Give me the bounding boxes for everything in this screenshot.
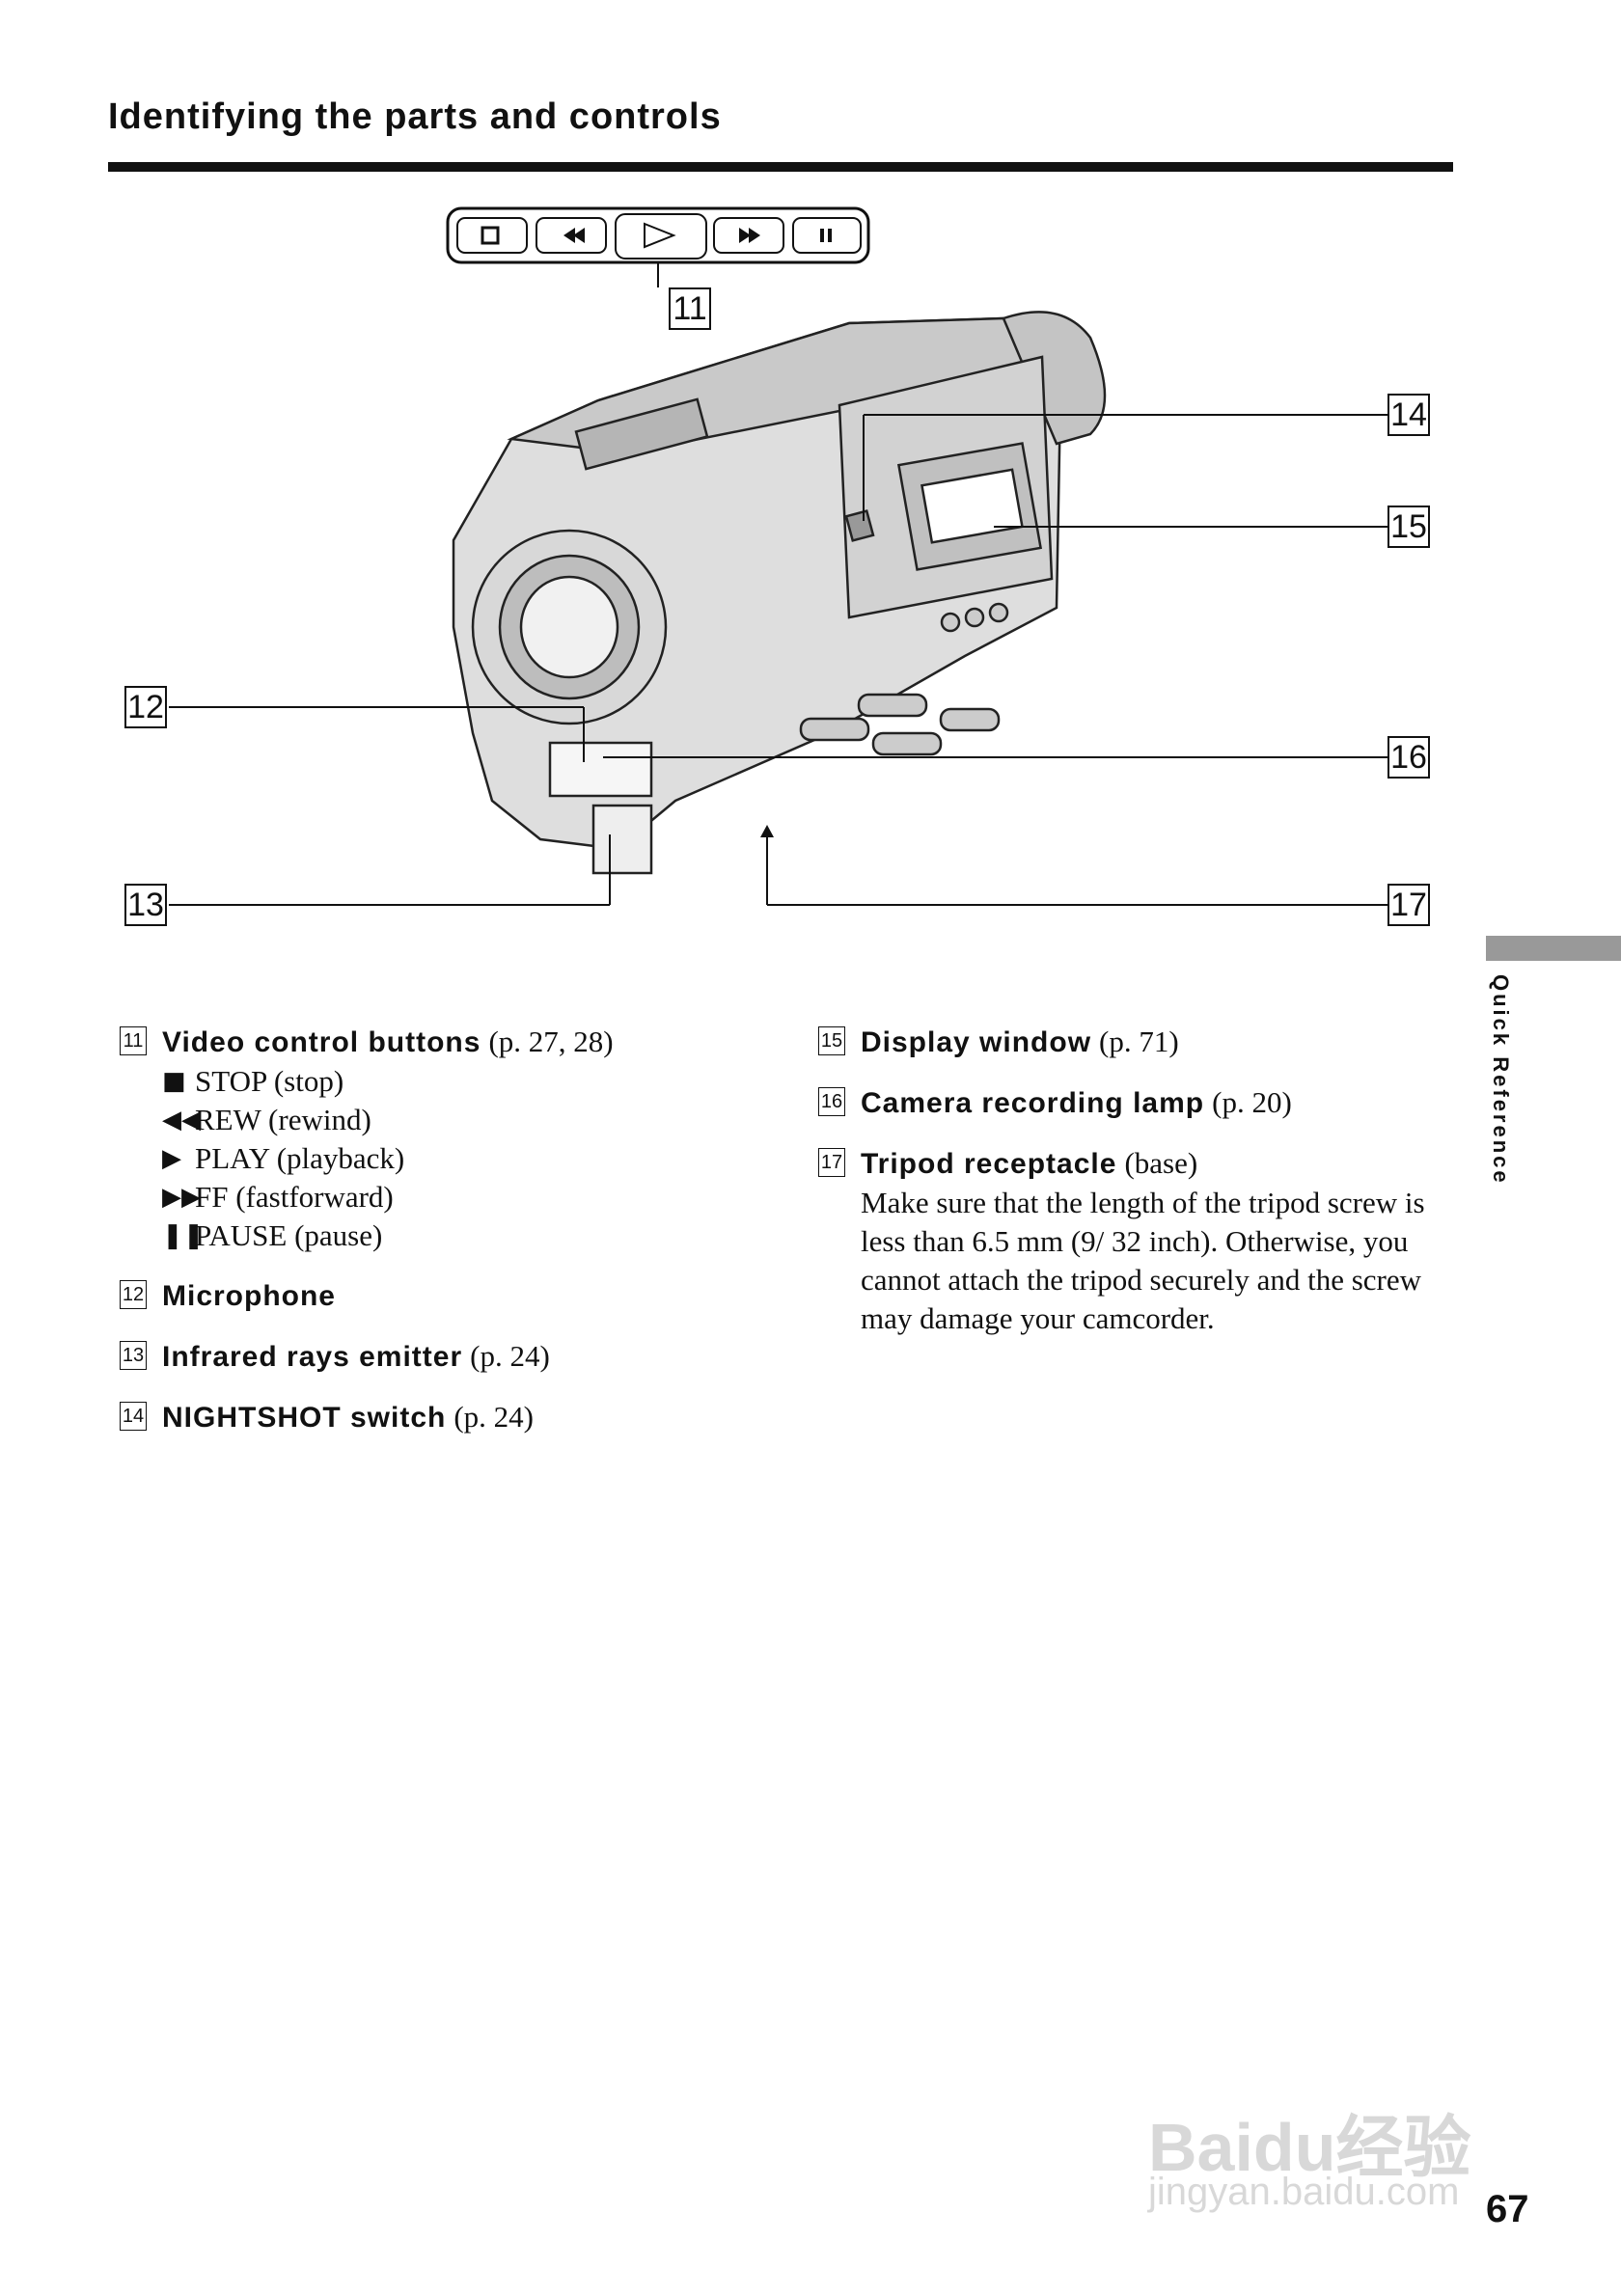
page-number: 67 xyxy=(1486,2188,1529,2230)
item-page-ref: (base) xyxy=(1124,1146,1198,1180)
callout-11: 11 xyxy=(669,287,711,330)
list-item: 17 Tripod receptacle(base) Make sure tha… xyxy=(818,1144,1474,1338)
title-rule xyxy=(108,162,1453,172)
watermark: Baidu经验 jingyan.baidu.com xyxy=(1148,2055,1534,2228)
item-page-ref: (p. 27, 28) xyxy=(488,1025,614,1058)
item-name: Camera recording lamp xyxy=(861,1087,1205,1119)
sub-item-label: REW (rewind) xyxy=(195,1103,371,1136)
sub-item: ◀◀REW (rewind) xyxy=(162,1101,614,1139)
section-tab xyxy=(1486,936,1621,961)
item-name: Infrared rays emitter xyxy=(162,1341,463,1373)
item-number: 13 xyxy=(120,1341,147,1370)
item-name: Tripod receptacle xyxy=(861,1148,1117,1180)
item-number: 14 xyxy=(120,1402,147,1431)
pause-icon xyxy=(820,229,832,242)
sub-item: ❚❚PAUSE (pause) xyxy=(162,1216,614,1255)
camcorder-diagram xyxy=(169,206,1389,906)
item-number: 15 xyxy=(818,1026,845,1055)
sub-item: ▶ PLAY (playback) xyxy=(162,1139,614,1178)
pause-icon: ❚❚ xyxy=(162,1221,205,1250)
item-number: 16 xyxy=(818,1087,845,1116)
rewind-icon: ◀◀ xyxy=(162,1106,201,1134)
item-number: 12 xyxy=(120,1280,147,1309)
list-item: 11 Video control buttons(p. 27, 28) ■ STO… xyxy=(120,1023,718,1255)
item-name: Display window xyxy=(861,1026,1092,1058)
sub-item-label: PAUSE (pause) xyxy=(195,1218,383,1252)
callout-16: 16 xyxy=(1387,736,1430,779)
list-item: 15 Display window(p. 71) xyxy=(818,1023,1474,1062)
section-tab-label: Quick Reference xyxy=(1489,974,1513,1186)
callout-14: 14 xyxy=(1387,394,1430,436)
item-name: NIGHTSHOT switch xyxy=(162,1402,447,1434)
watermark-url: jingyan.baidu.com xyxy=(1148,2171,1460,2213)
item-page-ref: (p. 71) xyxy=(1099,1025,1179,1058)
video-control-strip xyxy=(446,206,870,264)
sub-item: ■ STOP (stop) xyxy=(162,1062,614,1101)
stop-icon xyxy=(481,226,500,245)
watermark-logo: Baidu经验 xyxy=(1148,2110,1471,2185)
callout-15: 15 xyxy=(1387,506,1430,548)
list-item: 13 Infrared rays emitter(p. 24) xyxy=(120,1337,718,1377)
sub-item-label: PLAY (playback) xyxy=(195,1141,405,1175)
item-page-ref: (p. 24) xyxy=(453,1400,535,1434)
item-number: 11 xyxy=(120,1026,147,1055)
callout-13: 13 xyxy=(124,884,167,926)
parts-list-right: 15 Display window(p. 71) 16 Camera recor… xyxy=(818,1023,1474,1359)
item-number: 17 xyxy=(818,1148,845,1177)
play-icon: ▶ xyxy=(162,1144,181,1173)
camcorder-illustration xyxy=(452,311,1107,875)
fastforward-icon xyxy=(739,228,760,243)
stop-icon: ■ xyxy=(162,1067,186,1096)
parts-list-left: 11 Video control buttons(p. 27, 28) ■ STO… xyxy=(120,1023,718,1459)
list-item: 12 Microphone xyxy=(120,1276,718,1316)
rewind-icon xyxy=(563,228,585,243)
item-name: Microphone xyxy=(162,1280,336,1312)
item-page-ref: (p. 24) xyxy=(470,1339,550,1373)
item-note: Make sure that the length of the tripod … xyxy=(861,1186,1425,1335)
list-item: 14 NIGHTSHOT switch(p. 24) xyxy=(120,1398,718,1437)
sub-item-label: FF (fastforward) xyxy=(195,1180,394,1214)
sub-item: ▶▶FF (fastforward) xyxy=(162,1178,614,1216)
page-title: Identifying the parts and controls xyxy=(108,96,722,137)
sub-item-label: STOP (stop) xyxy=(195,1064,344,1098)
fastforward-icon: ▶▶ xyxy=(162,1183,201,1212)
item-name: Video control buttons xyxy=(162,1026,481,1058)
play-icon xyxy=(644,222,676,249)
list-item: 16 Camera recording lamp(p. 20) xyxy=(818,1083,1474,1123)
item-page-ref: (p. 20) xyxy=(1212,1085,1292,1119)
callout-17: 17 xyxy=(1387,884,1430,926)
callout-12: 12 xyxy=(124,686,167,728)
